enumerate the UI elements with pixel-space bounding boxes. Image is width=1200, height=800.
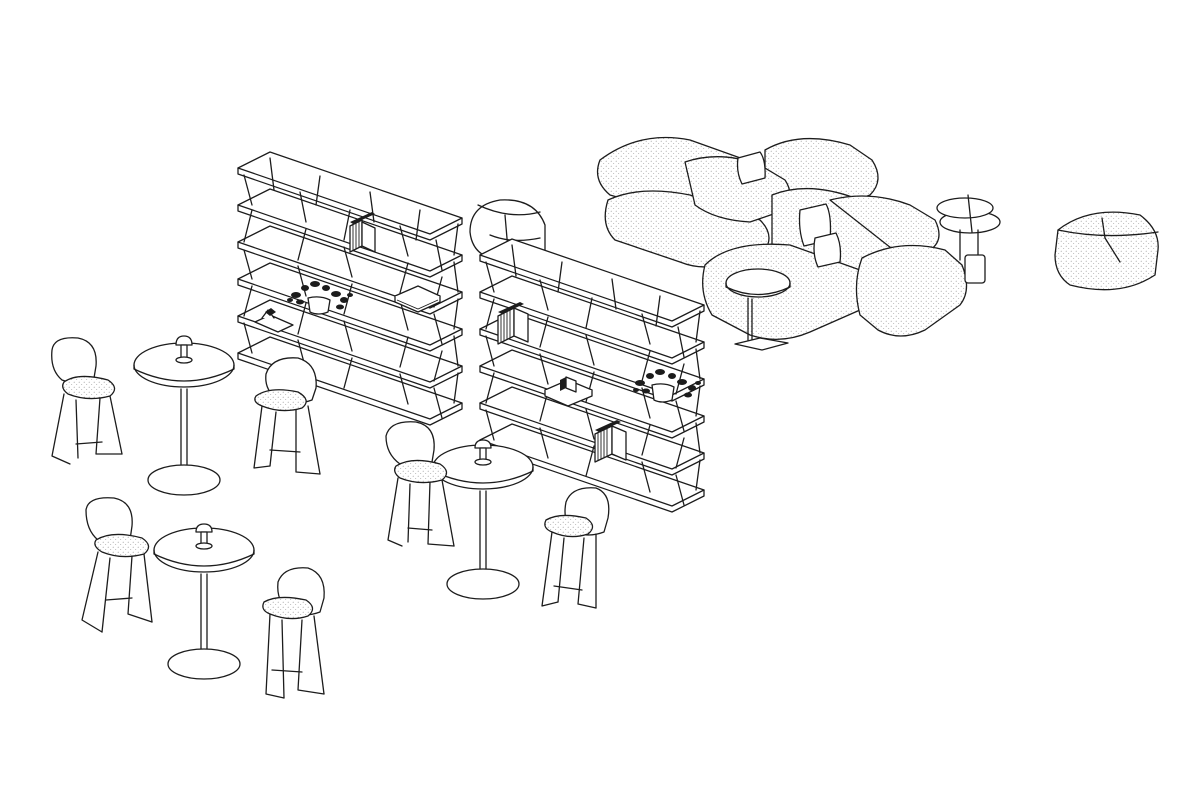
table-lamp [175,335,193,364]
shelving-unit-right [479,238,705,513]
potted-plant-right [633,369,701,403]
small-side-table-with-lamp [936,194,1001,284]
potted-plant-left [287,281,353,315]
books-upright-right [497,302,529,345]
book-ornament [544,376,593,407]
bar-stool-4 [541,487,610,609]
pouf-right [1054,211,1159,291]
house-ornament [254,308,294,333]
books-upright-lower [594,420,627,463]
bar-stool-6 [262,567,325,699]
high-table-1 [133,335,235,496]
table-lamp [195,523,213,550]
bar-stool-2 [253,357,321,475]
books-stack-top [349,212,376,253]
table-lamp [474,439,492,466]
books-stack-flat [394,285,441,313]
bar-stool-3 [385,421,455,547]
bar-stool-1 [51,337,123,465]
high-table-2 [432,439,534,600]
bar-stool-5 [81,497,153,633]
modular-sofa [596,136,968,340]
high-table-3 [153,523,255,680]
round-side-table [725,268,791,351]
